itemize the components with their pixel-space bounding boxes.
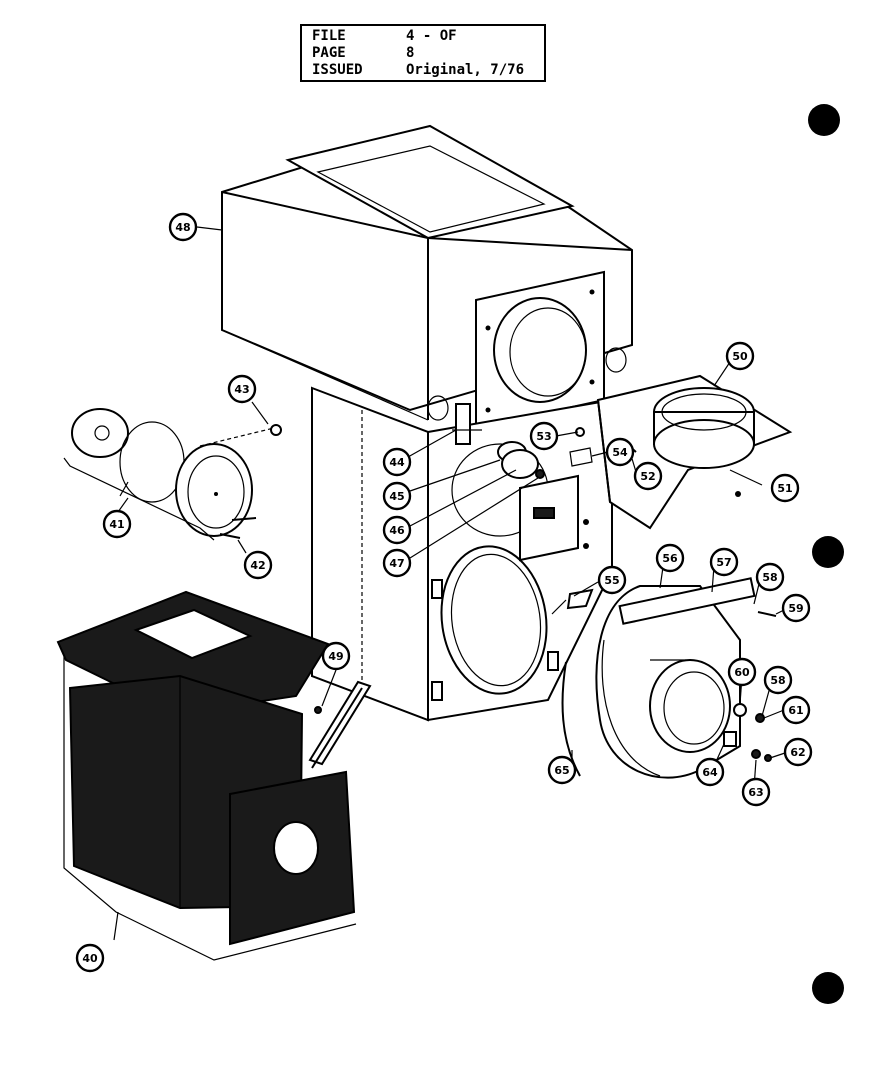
callout-63-label: 63 <box>748 786 763 799</box>
callout-44: 44 <box>382 447 412 477</box>
file-value: 4 - OF <box>406 28 457 44</box>
callout-58-label: 58 <box>762 571 777 584</box>
callout-65: 65 <box>547 755 577 785</box>
page-row: PAGE 8 <box>312 45 414 61</box>
callout-47-label: 47 <box>389 557 404 570</box>
callout-64-label: 64 <box>702 766 718 779</box>
callout-63: 63 <box>741 777 771 807</box>
issued-value: Original, 7/76 <box>406 62 525 78</box>
callout-40: 40 <box>75 943 105 973</box>
callout-45: 45 <box>382 481 412 511</box>
callout-59: 59 <box>781 593 811 623</box>
leader-lines <box>113 226 789 941</box>
small-parts-44-47 <box>452 403 579 562</box>
callout-43-label: 43 <box>234 383 249 396</box>
upper-housing <box>221 124 633 430</box>
callout-51-label: 51 <box>777 482 792 495</box>
callout-51: 51 <box>770 473 800 503</box>
binder-hole-bottom <box>812 972 844 1004</box>
file-info-block: FILE 4 - OF PAGE 8 ISSUED Original, 7/76 <box>300 24 546 82</box>
callout-57: 57 <box>709 547 739 577</box>
callout-41: 41 <box>102 509 132 539</box>
page-label: PAGE <box>312 45 346 61</box>
file-row: FILE 4 - OF <box>312 28 457 44</box>
callout-57-label: 57 <box>716 556 731 569</box>
callout-43: 43 <box>227 374 257 404</box>
callout-62: 62 <box>783 737 813 767</box>
callout-50: 50 <box>725 341 755 371</box>
callout-53-label: 53 <box>536 430 551 443</box>
fan-assembly-41 <box>63 408 282 541</box>
callout-61-label: 61 <box>788 704 803 717</box>
callout-56: 56 <box>655 543 685 573</box>
callout-58-lower: 58 <box>763 665 793 695</box>
file-label: FILE <box>312 28 346 44</box>
callout-52: 52 <box>633 461 663 491</box>
callout-54-label: 54 <box>612 446 628 459</box>
callout-61: 61 <box>781 695 811 725</box>
callout-41-label: 41 <box>109 518 124 531</box>
binder-hole-middle <box>812 536 844 568</box>
callout-60-label: 60 <box>734 666 750 679</box>
callout-64: 64 <box>695 757 725 787</box>
callout-48-label: 48 <box>175 221 190 234</box>
callout-40-label: 40 <box>82 952 98 965</box>
callout-58-lower-label: 58 <box>770 674 785 687</box>
filter-assembly-40 <box>56 590 372 961</box>
issued-row: ISSUED Original, 7/76 <box>312 62 524 78</box>
callout-42: 42 <box>243 550 273 580</box>
callout-50-label: 50 <box>732 350 748 363</box>
callout-54: 54 <box>605 437 635 467</box>
callout-46-label: 46 <box>389 524 405 537</box>
callout-55: 55 <box>597 565 627 595</box>
callout-55-label: 55 <box>604 574 619 587</box>
issued-label: ISSUED <box>312 62 363 78</box>
callout-49: 49 <box>321 641 351 671</box>
callout-56-label: 56 <box>662 552 678 565</box>
callout-62-label: 62 <box>790 746 805 759</box>
callout-65-label: 65 <box>554 764 569 777</box>
callout-45-label: 45 <box>389 490 404 503</box>
callout-58: 58 <box>755 562 785 592</box>
callout-44-label: 44 <box>389 456 405 469</box>
blower-housing-56 <box>551 577 777 779</box>
page-value: 8 <box>406 45 415 61</box>
callout-42-label: 42 <box>250 559 265 572</box>
callout-52-label: 52 <box>640 470 655 483</box>
callout-53: 53 <box>529 421 559 451</box>
binder-hole-top <box>808 104 840 136</box>
callout-46: 46 <box>382 515 412 545</box>
callout-59-label: 59 <box>788 602 803 615</box>
callout-49-label: 49 <box>328 650 343 663</box>
callout-60: 60 <box>727 657 757 687</box>
callout-48: 48 <box>168 212 198 242</box>
callout-47: 47 <box>382 548 412 578</box>
